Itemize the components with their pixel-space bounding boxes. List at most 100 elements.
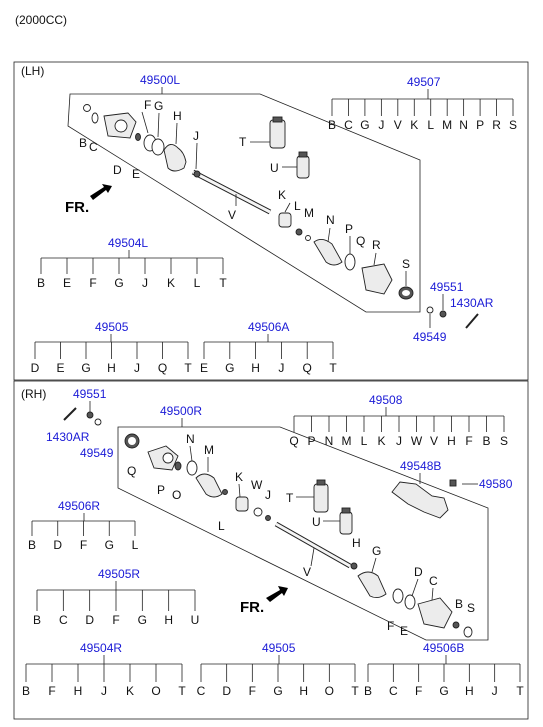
svg-text:T: T (286, 491, 294, 505)
lh-small-parts: 49551 1430AR 49549 (413, 280, 494, 344)
svg-text:P: P (157, 483, 165, 497)
svg-text:Q: Q (356, 234, 365, 248)
kit-item-label: P (476, 118, 484, 132)
kit-item-label: N (325, 434, 334, 448)
svg-text:49507: 49507 (407, 75, 441, 89)
kit-item-label: F (415, 684, 422, 698)
kit-item-label: T (516, 684, 524, 698)
kit-item-label: O (325, 684, 334, 698)
kit-item-label: J (492, 684, 498, 698)
kit-item-label: U (191, 613, 200, 627)
svg-text:R: R (372, 238, 381, 252)
kit-item-label: M (342, 434, 352, 448)
kit-item-label: E (56, 361, 64, 375)
kit-item-label: G (273, 684, 282, 698)
kit-item-label: H (299, 684, 308, 698)
kit-item-label: H (447, 434, 456, 448)
kit-item-label: T (219, 276, 227, 290)
svg-text:H: H (352, 536, 361, 550)
kit-item-label: T (329, 361, 337, 375)
kit-item-label: W (411, 434, 423, 448)
rh-front-indicator: FR. (240, 586, 288, 616)
kit-item-label: G (114, 276, 123, 290)
lh-assembly-outline (67, 93, 421, 313)
svg-text:Q: Q (127, 464, 136, 478)
rh-small-parts: 49551 1430AR 49549 (46, 387, 114, 460)
svg-text:V: V (228, 208, 236, 222)
kit-item-label: J (278, 361, 284, 375)
kit-item-label: F (465, 434, 472, 448)
svg-text:49548B: 49548B (400, 459, 441, 473)
kit-item-label: C (197, 684, 206, 698)
svg-text:B: B (79, 136, 87, 150)
kit-item-label: J (134, 361, 140, 375)
svg-text:L: L (218, 519, 225, 533)
svg-text:49506A: 49506A (248, 320, 289, 334)
rh-assembly-number: 49500R (160, 404, 202, 418)
svg-text:49508: 49508 (369, 393, 403, 407)
engine-label: (2000CC) (15, 13, 67, 27)
kit-item-label: G (225, 361, 234, 375)
lh-assembly-number: 49500L (140, 73, 180, 87)
kit-item-label: N (459, 118, 468, 132)
lh-section-label: (LH) (21, 64, 44, 78)
svg-text:1430AR: 1430AR (450, 296, 494, 310)
kit-item-label: B (28, 538, 36, 552)
kit-item-label: M (442, 118, 452, 132)
svg-text:49504R: 49504R (80, 641, 122, 655)
svg-text:49551: 49551 (430, 280, 464, 294)
svg-text:K: K (278, 188, 286, 202)
kit-item-label: V (394, 118, 402, 132)
lh-callouts: B C D E F G H J T U V K L M N P Q R S (79, 98, 410, 286)
kit-item-label: D (31, 361, 40, 375)
kit-item-label: H (164, 613, 173, 627)
svg-text:J: J (265, 488, 271, 502)
kit-item-label: J (142, 276, 148, 290)
kit-item-label: T (184, 361, 192, 375)
kit-item-label: L (194, 276, 201, 290)
svg-text:49506R: 49506R (58, 499, 100, 513)
svg-text:D: D (113, 163, 122, 177)
svg-text:49505R: 49505R (98, 567, 140, 581)
kit-item-label: C (389, 684, 398, 698)
kit-item-label: D (222, 684, 231, 698)
svg-text:F: F (387, 619, 394, 633)
svg-text:N: N (326, 213, 335, 227)
kit-item-label: T (178, 684, 186, 698)
kit-item-label: P (307, 434, 315, 448)
svg-text:W: W (251, 478, 263, 492)
kit-item-label: J (378, 118, 384, 132)
kit-item-label: H (74, 684, 83, 698)
rh-bracket-parts: 49548B 49580 (391, 459, 513, 519)
svg-text:S: S (402, 257, 410, 271)
kit-item-label: L (361, 434, 368, 448)
svg-text:49505: 49505 (95, 320, 129, 334)
kit-item-label: G (105, 538, 114, 552)
svg-text:49506B: 49506B (423, 641, 464, 655)
lh-driveshaft-parts (83, 104, 414, 300)
kit-item-label: K (126, 684, 134, 698)
kit-item-label: F (48, 684, 55, 698)
svg-text:G: G (372, 544, 381, 558)
svg-text:E: E (132, 167, 140, 181)
kit-item-label: B (364, 684, 372, 698)
kit-item-label: E (200, 361, 208, 375)
svg-text:N: N (186, 432, 195, 446)
svg-text:J: J (193, 129, 199, 143)
lh-front-indicator: FR. (65, 184, 112, 216)
svg-text:49580: 49580 (479, 477, 513, 491)
svg-text:K: K (235, 470, 243, 484)
svg-text:49549: 49549 (80, 446, 114, 460)
svg-text:L: L (294, 199, 301, 213)
kit-item-label: B (33, 613, 41, 627)
svg-text:S: S (467, 601, 475, 615)
kit-item-label: G (138, 613, 147, 627)
kit-item-label: Q (303, 361, 312, 375)
